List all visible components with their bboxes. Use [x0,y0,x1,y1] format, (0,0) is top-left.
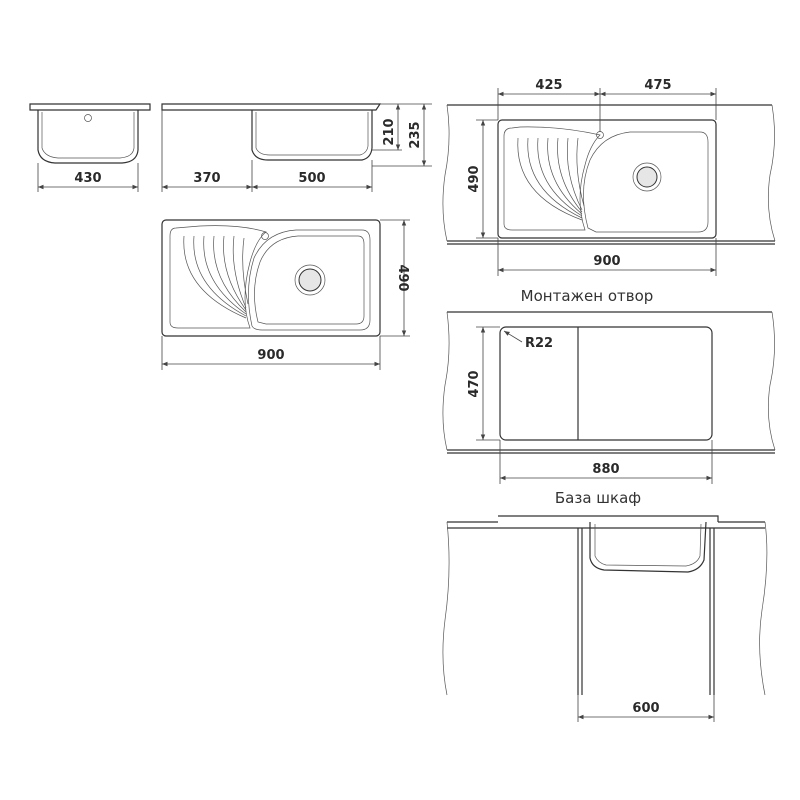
top-width-label: 900 [257,348,284,363]
cabinet-front-view: 600 [442,515,768,722]
cutout-drainboard-ribs [517,137,585,221]
drainer-length-label: 370 [193,171,220,186]
base-caption: База шкаф [555,489,641,507]
cutout-caption: Монтажен отвор [521,287,654,305]
drain-icon [298,268,322,292]
cutout-left-label: 425 [535,78,562,93]
end-width-label: 430 [74,171,101,186]
drainboard-ribs [183,235,249,319]
cutout-width-label: 900 [593,254,620,269]
top-view: 900 490 [161,219,410,370]
tap-hole-icon [261,232,269,240]
base-width-label: 880 [592,462,619,477]
cutout-view: 425 475 490 900 Монтажен отвор [442,78,776,305]
top-depth-label: 490 [395,264,410,291]
cutout-drain-icon [636,166,658,188]
base-depth-label: 470 [467,370,482,397]
side-view: 370 500 210 235 [161,103,432,192]
end-view: 430 [29,103,151,192]
cabinet-width-label: 600 [632,701,659,716]
total-depth-label: 235 [408,121,423,148]
corner-radius-label: R22 [525,336,553,351]
cabinet-base-view: R22 470 880 База шкаф [442,311,776,507]
cutout-depth-label: 490 [467,165,482,192]
overflow-hole-icon [84,114,92,122]
bowl-length-label: 500 [298,171,325,186]
cutout-right-label: 475 [644,78,671,93]
bowl-depth-label: 210 [382,118,397,145]
